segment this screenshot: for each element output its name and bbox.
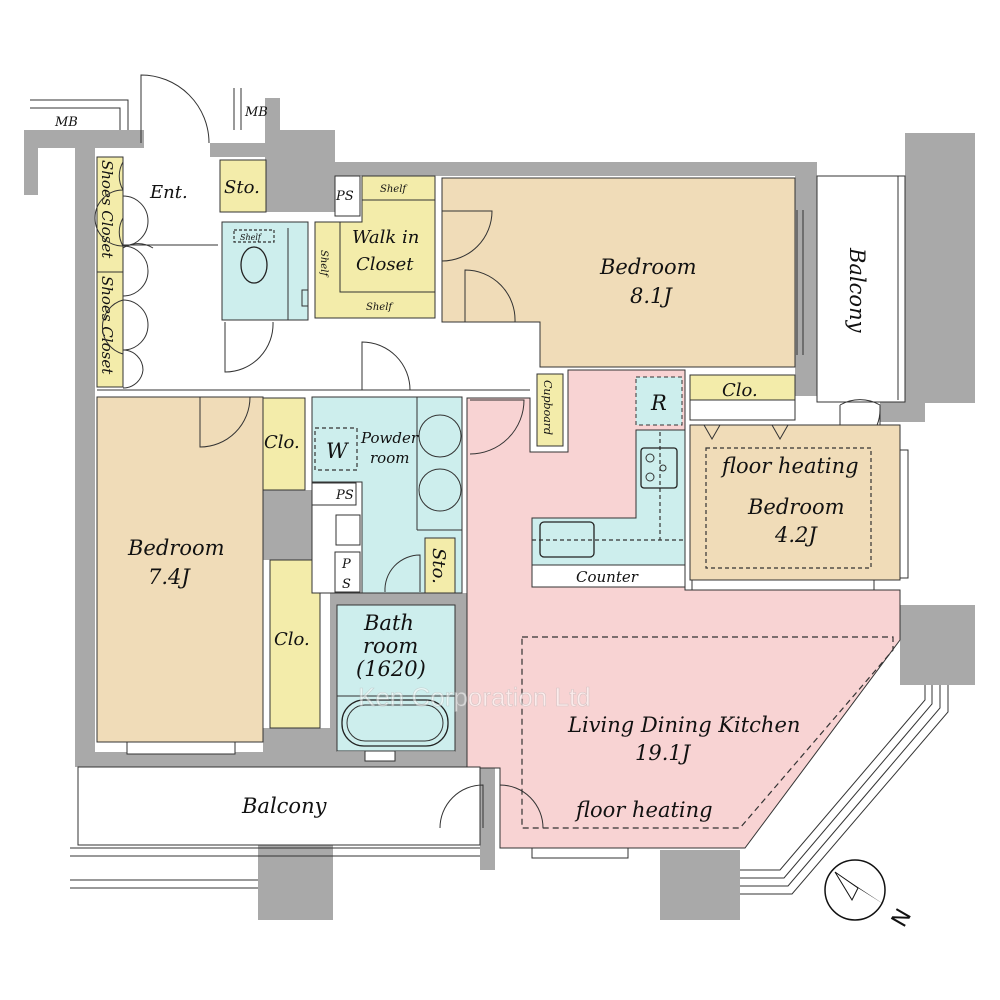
- powder-room-door[interactable]: [361, 341, 411, 391]
- window-bedroom-8-1: [796, 210, 804, 355]
- washer-label: W: [326, 439, 350, 463]
- counter: [531, 564, 686, 588]
- bedroom-8-1-label: Bedroom: [599, 255, 697, 279]
- balcony-bottom-label: Balcony: [241, 794, 328, 818]
- bedroom-7-4: [96, 396, 264, 743]
- bedroom-4-2-size: 4.2J: [774, 523, 818, 547]
- sink-icon: [418, 468, 462, 512]
- toilet-room: [221, 221, 309, 321]
- ldk-floor-heating: floor heating: [574, 798, 713, 822]
- toilet-icon: [240, 246, 268, 284]
- storage-entrance: [219, 159, 267, 213]
- cupboard-label: Cupboard: [541, 380, 554, 435]
- walk-in-closet: [314, 175, 436, 319]
- bedroom-4-2-label: Bedroom: [747, 495, 845, 519]
- counter-label: Counter: [576, 568, 639, 586]
- walls: [24, 98, 975, 920]
- bath-label-2: room: [363, 634, 418, 658]
- powder-room-label-2: room: [370, 449, 409, 467]
- bedroom-7-4-size: 7.4J: [148, 565, 191, 589]
- bath-label-3: (1620): [356, 657, 426, 681]
- floor-heating-ldk: [521, 636, 894, 829]
- storage-powder-label: Sto.: [428, 548, 449, 584]
- balcony-right-label: Balcony: [845, 247, 869, 334]
- ps-label-top: PS: [335, 189, 354, 204]
- pipe-space-top: [334, 175, 361, 217]
- floor-heating-bedroom: [705, 447, 872, 569]
- watermark: Ken Corporation Ltd: [358, 682, 591, 712]
- refrigerator-space: [635, 376, 683, 426]
- wic-label-2: Closet: [356, 254, 414, 275]
- storage-powder: [424, 537, 456, 594]
- stove-icon: [640, 447, 678, 489]
- closet-label-2: Clo.: [274, 629, 310, 650]
- ps-label-v2: S: [342, 577, 351, 592]
- bath-label-1: Bath: [363, 611, 414, 635]
- closet-bedroom-4-2: [689, 374, 796, 401]
- bath-door[interactable]: [384, 554, 421, 593]
- balcony-bottom: [77, 766, 481, 846]
- closet-label-1: Clo.: [264, 432, 300, 453]
- ldk-label: Living Dining Kitchen: [567, 713, 800, 737]
- meter-box-lines: [30, 88, 242, 140]
- compass: N: [824, 859, 917, 932]
- shoes-closet-label-1: Shoes Closet: [98, 160, 116, 259]
- ps-label-mid: PS: [335, 488, 354, 503]
- bedroom-8-1: [441, 177, 796, 368]
- balcony-right: [816, 175, 906, 403]
- bedroom-4-2: [689, 424, 901, 581]
- mb-label-right: MB: [244, 105, 268, 120]
- bath-room: [336, 604, 456, 752]
- mb-label-left: MB: [54, 115, 78, 130]
- refrigerator-label: R: [650, 391, 667, 415]
- bedroom-8-1-size: 8.1J: [630, 284, 673, 308]
- wic-shelf-side: Shelf: [318, 250, 329, 278]
- cupboard: [536, 373, 564, 447]
- powder-room-label-1: Powder: [360, 429, 419, 447]
- entrance-label: Ent.: [149, 182, 188, 203]
- wic-door[interactable]: [441, 210, 493, 262]
- closet-bedroom-7-4-top: [262, 397, 306, 491]
- closet-label-3: Clo.: [722, 380, 758, 401]
- ldk-size: 19.1J: [635, 741, 692, 765]
- ldk-door[interactable]: [469, 399, 525, 455]
- bedroom-8-1-door[interactable]: [464, 269, 516, 323]
- wic-shelf-bottom: Shelf: [366, 302, 394, 313]
- balcony-bottom-door[interactable]: [439, 784, 544, 829]
- kitchen-sink-icon: [539, 521, 595, 558]
- toilet-shelf-label: Shelf: [240, 233, 263, 242]
- bathtub-icon: [341, 699, 449, 747]
- toilet-door[interactable]: [224, 321, 274, 373]
- sink-icon: [418, 414, 462, 458]
- washer-space: [314, 427, 358, 471]
- bedroom-4-2-floor-heating: floor heating: [720, 454, 859, 478]
- wic-shelf-top: Shelf: [380, 184, 408, 195]
- balcony-corner: [740, 685, 949, 895]
- bedroom-7-4-door[interactable]: [199, 396, 251, 448]
- wic-label-1: Walk in: [352, 227, 419, 248]
- shoes-closet-label-2: Shoes Closet: [98, 276, 116, 375]
- ps-label-v1: P: [341, 557, 351, 572]
- compass-north-label: N: [887, 905, 917, 932]
- shoes-closet-doors: [94, 161, 154, 389]
- storage-entrance-label: Sto.: [224, 177, 260, 198]
- entrance-door[interactable]: [140, 74, 210, 144]
- bedroom-7-4-label: Bedroom: [127, 536, 225, 560]
